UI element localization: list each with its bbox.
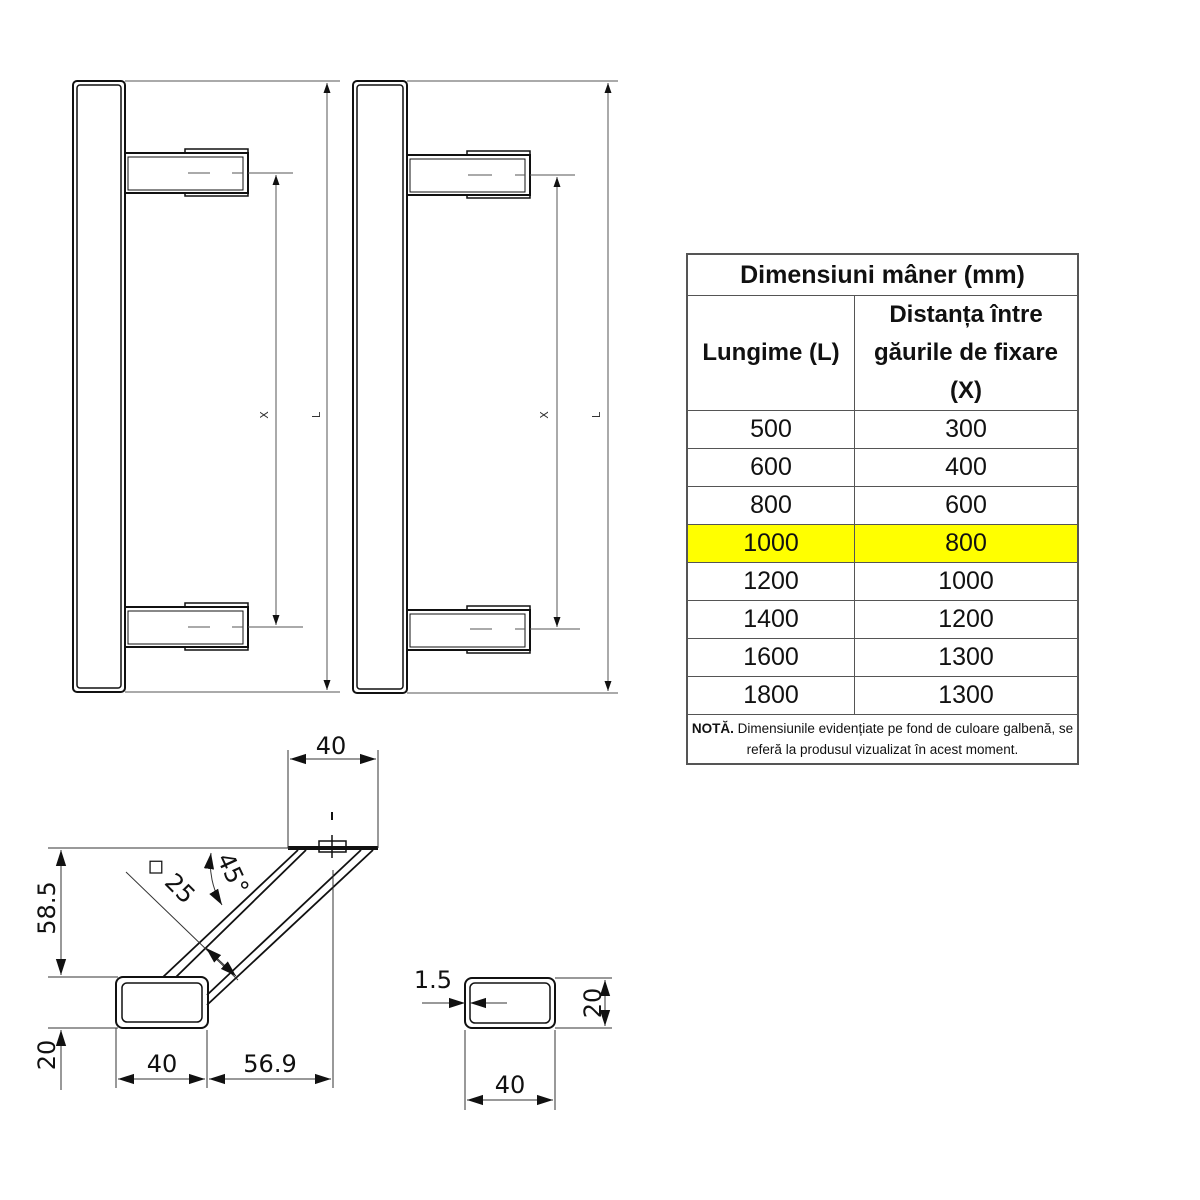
note-text: Dimensiunile evidențiate pe fond de culo…: [733, 721, 1074, 757]
cell-distance: 1200: [854, 600, 1079, 639]
table-title: Dimensiuni mâner (mm): [686, 253, 1079, 296]
cell-length: 500: [686, 410, 855, 449]
cell-distance: 1300: [854, 638, 1079, 677]
label-l-right: L: [590, 411, 603, 418]
cell-length: 1000: [686, 524, 855, 563]
dimensions-table: Dimensiuni mâner (mm) Lungime (L) Distan…: [686, 253, 1079, 765]
cell-length: 1400: [686, 600, 855, 639]
cell-length: 1600: [686, 638, 855, 677]
cell-length: 1800: [686, 676, 855, 715]
cell-distance: 1300: [854, 676, 1079, 715]
label-l-left: L: [310, 411, 323, 418]
cell-distance: 300: [854, 410, 1079, 449]
header-length: Lungime (L): [686, 295, 855, 411]
dim-base-width: 40: [147, 1050, 178, 1078]
cell-distance: 800: [854, 524, 1079, 563]
dim-offset: 56.9: [243, 1050, 296, 1078]
note-label: NOTĂ.: [691, 721, 734, 736]
cell-length: 1200: [686, 562, 855, 601]
front-view-left: [72, 80, 340, 693]
label-x-right: X: [538, 411, 551, 419]
dim-top-width: 40: [316, 732, 347, 760]
dim-angle: 45°: [211, 849, 254, 899]
dim-height: 58.5: [33, 881, 61, 934]
dim-tube-size: ◇ 25: [141, 849, 201, 909]
header-hole-distance: Distanța între găurile de fixare (X): [854, 295, 1079, 411]
cell-distance: 400: [854, 448, 1079, 487]
cell-distance: 600: [854, 486, 1079, 525]
cell-distance: 1000: [854, 562, 1079, 601]
table-note: NOTĂ. Dimensiunile evidențiate pe fond d…: [686, 714, 1079, 765]
dim-section-width: 40: [495, 1071, 526, 1099]
cell-length: 800: [686, 486, 855, 525]
label-x-left: X: [258, 411, 271, 419]
dim-section-height: 20: [579, 988, 607, 1019]
dim-base-height: 20: [33, 1040, 61, 1071]
dim-wall-thickness: 1.5: [414, 966, 452, 994]
cross-section: [422, 977, 612, 1110]
front-view-right: [352, 80, 618, 694]
side-view: [48, 750, 379, 1090]
cell-length: 600: [686, 448, 855, 487]
